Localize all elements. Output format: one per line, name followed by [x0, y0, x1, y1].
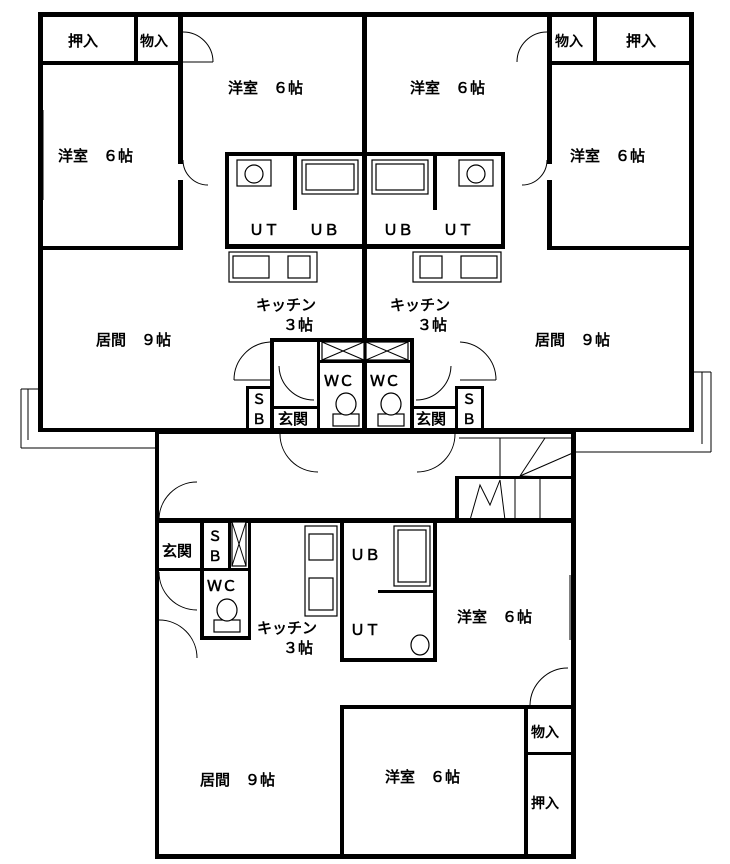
b-entrance-label: 玄関 — [162, 542, 192, 560]
tl-kitchen-label: キッチン — [256, 296, 316, 314]
b-living-label: 居間 ９帖 — [200, 771, 275, 789]
tl-western-main-label: 洋室 ６帖 — [228, 79, 303, 97]
tr-ub-ut-label: ＵＢ ＵＴ — [383, 221, 473, 239]
b-closet-label: 物入 — [531, 724, 559, 741]
b-sb-b-label: Ｂ — [208, 549, 222, 565]
fixtures — [213, 159, 576, 656]
b-ut-label: ＵＴ — [350, 621, 380, 639]
tr-sb-b-label: Ｂ — [462, 412, 476, 428]
tl-storage-label: 押入 — [68, 32, 98, 50]
windows — [20, 110, 712, 640]
tl-kitchen-size-label: ３帖 — [283, 316, 313, 334]
tl-sb-b-label: Ｂ — [252, 412, 266, 428]
tl-closet-label: 物入 — [140, 33, 168, 50]
b-wc-label: ＷＣ — [207, 577, 237, 595]
tr-kitchen-label: キッチン — [390, 296, 450, 314]
doors — [158, 31, 569, 706]
tr-entrance-label: 玄関 — [416, 410, 446, 428]
tr-western-main-label: 洋室 ６帖 — [410, 79, 485, 97]
tl-western-side-label: 洋室 ６帖 — [58, 147, 133, 165]
tl-entrance-label: 玄関 — [278, 410, 308, 428]
b-kitchen-label: キッチン — [257, 619, 317, 637]
tr-storage-label: 押入 — [626, 32, 656, 50]
tl-living-label: 居間 ９帖 — [96, 331, 171, 349]
tl-wc-label: ＷＣ — [324, 372, 354, 390]
b-western-upper-label: 洋室 ６帖 — [457, 608, 532, 626]
tl-sb-s-label: Ｓ — [252, 392, 266, 408]
b-western-lower-label: 洋室 ６帖 — [385, 768, 460, 786]
b-kitchen-size-label: ３帖 — [283, 639, 313, 657]
tr-living-label: 居間 ９帖 — [535, 331, 610, 349]
tr-closet-label: 物入 — [555, 33, 583, 50]
b-sb-s-label: Ｓ — [208, 529, 222, 545]
tr-wc-label: ＷＣ — [370, 372, 400, 390]
b-storage-label: 押入 — [531, 795, 559, 812]
lower-unit-walls — [155, 428, 576, 859]
room-labels: 押入 物入 物入 押入 洋室 ６帖 洋室 ６帖 洋室 ６帖 洋室 ６帖 ＵＴ Ｕ… — [58, 32, 656, 812]
tl-ut-ub-label: ＵＴ ＵＢ — [249, 221, 339, 239]
tr-western-side-label: 洋室 ６帖 — [570, 147, 645, 165]
b-ub-label: ＵＢ — [350, 546, 380, 564]
upper-units-walls — [38, 12, 694, 434]
tr-kitchen-size-label: ３帖 — [417, 316, 447, 334]
tr-sb-s-label: Ｓ — [462, 392, 476, 408]
